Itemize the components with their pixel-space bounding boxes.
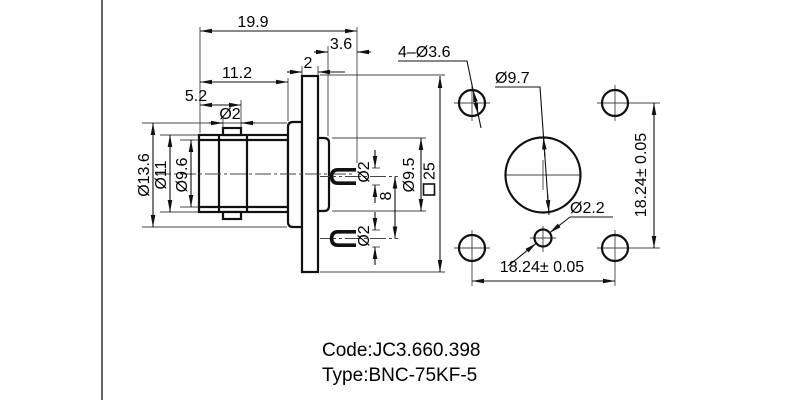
dim-hole-spacing-vertical: 18.24± 0.05 [633,133,650,218]
bayonet-lug-top [221,126,243,137]
ground-pin [329,230,356,247]
mounting-hole-bottom-left [457,233,487,263]
dim-pin-spacing: 8 [378,191,395,200]
contact-pins [329,168,356,247]
dim-ground-hole-diameter: Ø2.2 [570,200,605,217]
front-view-centermarks [454,85,660,286]
dim-flange-size: 25 [422,162,439,180]
side-view-dimension-labels: 19.9 3.6 2 11.2 5.2 Ø2 Ø13.6 Ø11 Ø9.6 Ø2… [136,14,439,247]
bayonet-lug-bottom [221,210,243,221]
square-symbol [422,183,436,196]
dim-shell-diameter: Ø11 [153,160,170,189]
mounting-hole-top-left [457,88,487,118]
dim-lug-position: 5.2 [185,88,207,105]
mounting-hole-bottom-right [600,233,630,263]
ground-pin-hole [533,228,553,248]
part-type-label: Type:BNC-75KF-5 [322,365,477,386]
dim-flange-thickness: 2 [304,55,313,72]
collar-boss [286,120,304,229]
dim-lug-diameter: Ø2 [219,106,240,123]
dim-front-length: 11.2 [222,65,252,82]
dim-overall-length: 19.9 [237,14,268,31]
insulator-disc [316,136,331,213]
side-view-dimension-lines [150,28,443,272]
dim-outer-diameter: Ø13.6 [136,153,153,197]
side-view: 19.9 3.6 2 11.2 5.2 Ø2 Ø13.6 Ø11 Ø9.6 Ø2… [136,14,445,274]
mounting-hole-top-right [600,88,630,118]
front-view-leaders [398,60,613,267]
front-view: 4–Ø3.6 Ø9.7 Ø2.2 18.24± 0.05 18.24± 0.05 [398,44,660,286]
dim-ground-pin-diameter: Ø2 [356,225,373,246]
dim-center-pin-diameter: Ø2 [356,161,373,182]
dim-insulator-diameter: Ø9.5 [401,158,418,193]
front-view-holes [457,88,630,263]
dim-rear-length: 3.6 [330,36,352,53]
shell-barrel [197,133,290,214]
part-code-label: Code:JC3.660.398 [322,340,480,361]
dim-mounting-holes: 4–Ø3.6 [398,44,451,61]
dim-center-hole-diameter: Ø9.7 [495,70,530,87]
center-pin [329,168,356,185]
dim-flange-square: 25 [422,162,439,196]
dim-hole-spacing-horizontal: 18.24± 0.05 [500,259,585,276]
front-view-dimension-lines [472,103,657,284]
side-view-extension-lines [142,27,445,273]
title-block: Code:JC3.660.398 Type:BNC-75KF-5 [322,340,480,386]
front-view-dimension-labels: 4–Ø3.6 Ø9.7 Ø2.2 18.24± 0.05 18.24± 0.05 [398,44,650,276]
dim-bore-diameter: Ø9.6 [174,158,191,193]
